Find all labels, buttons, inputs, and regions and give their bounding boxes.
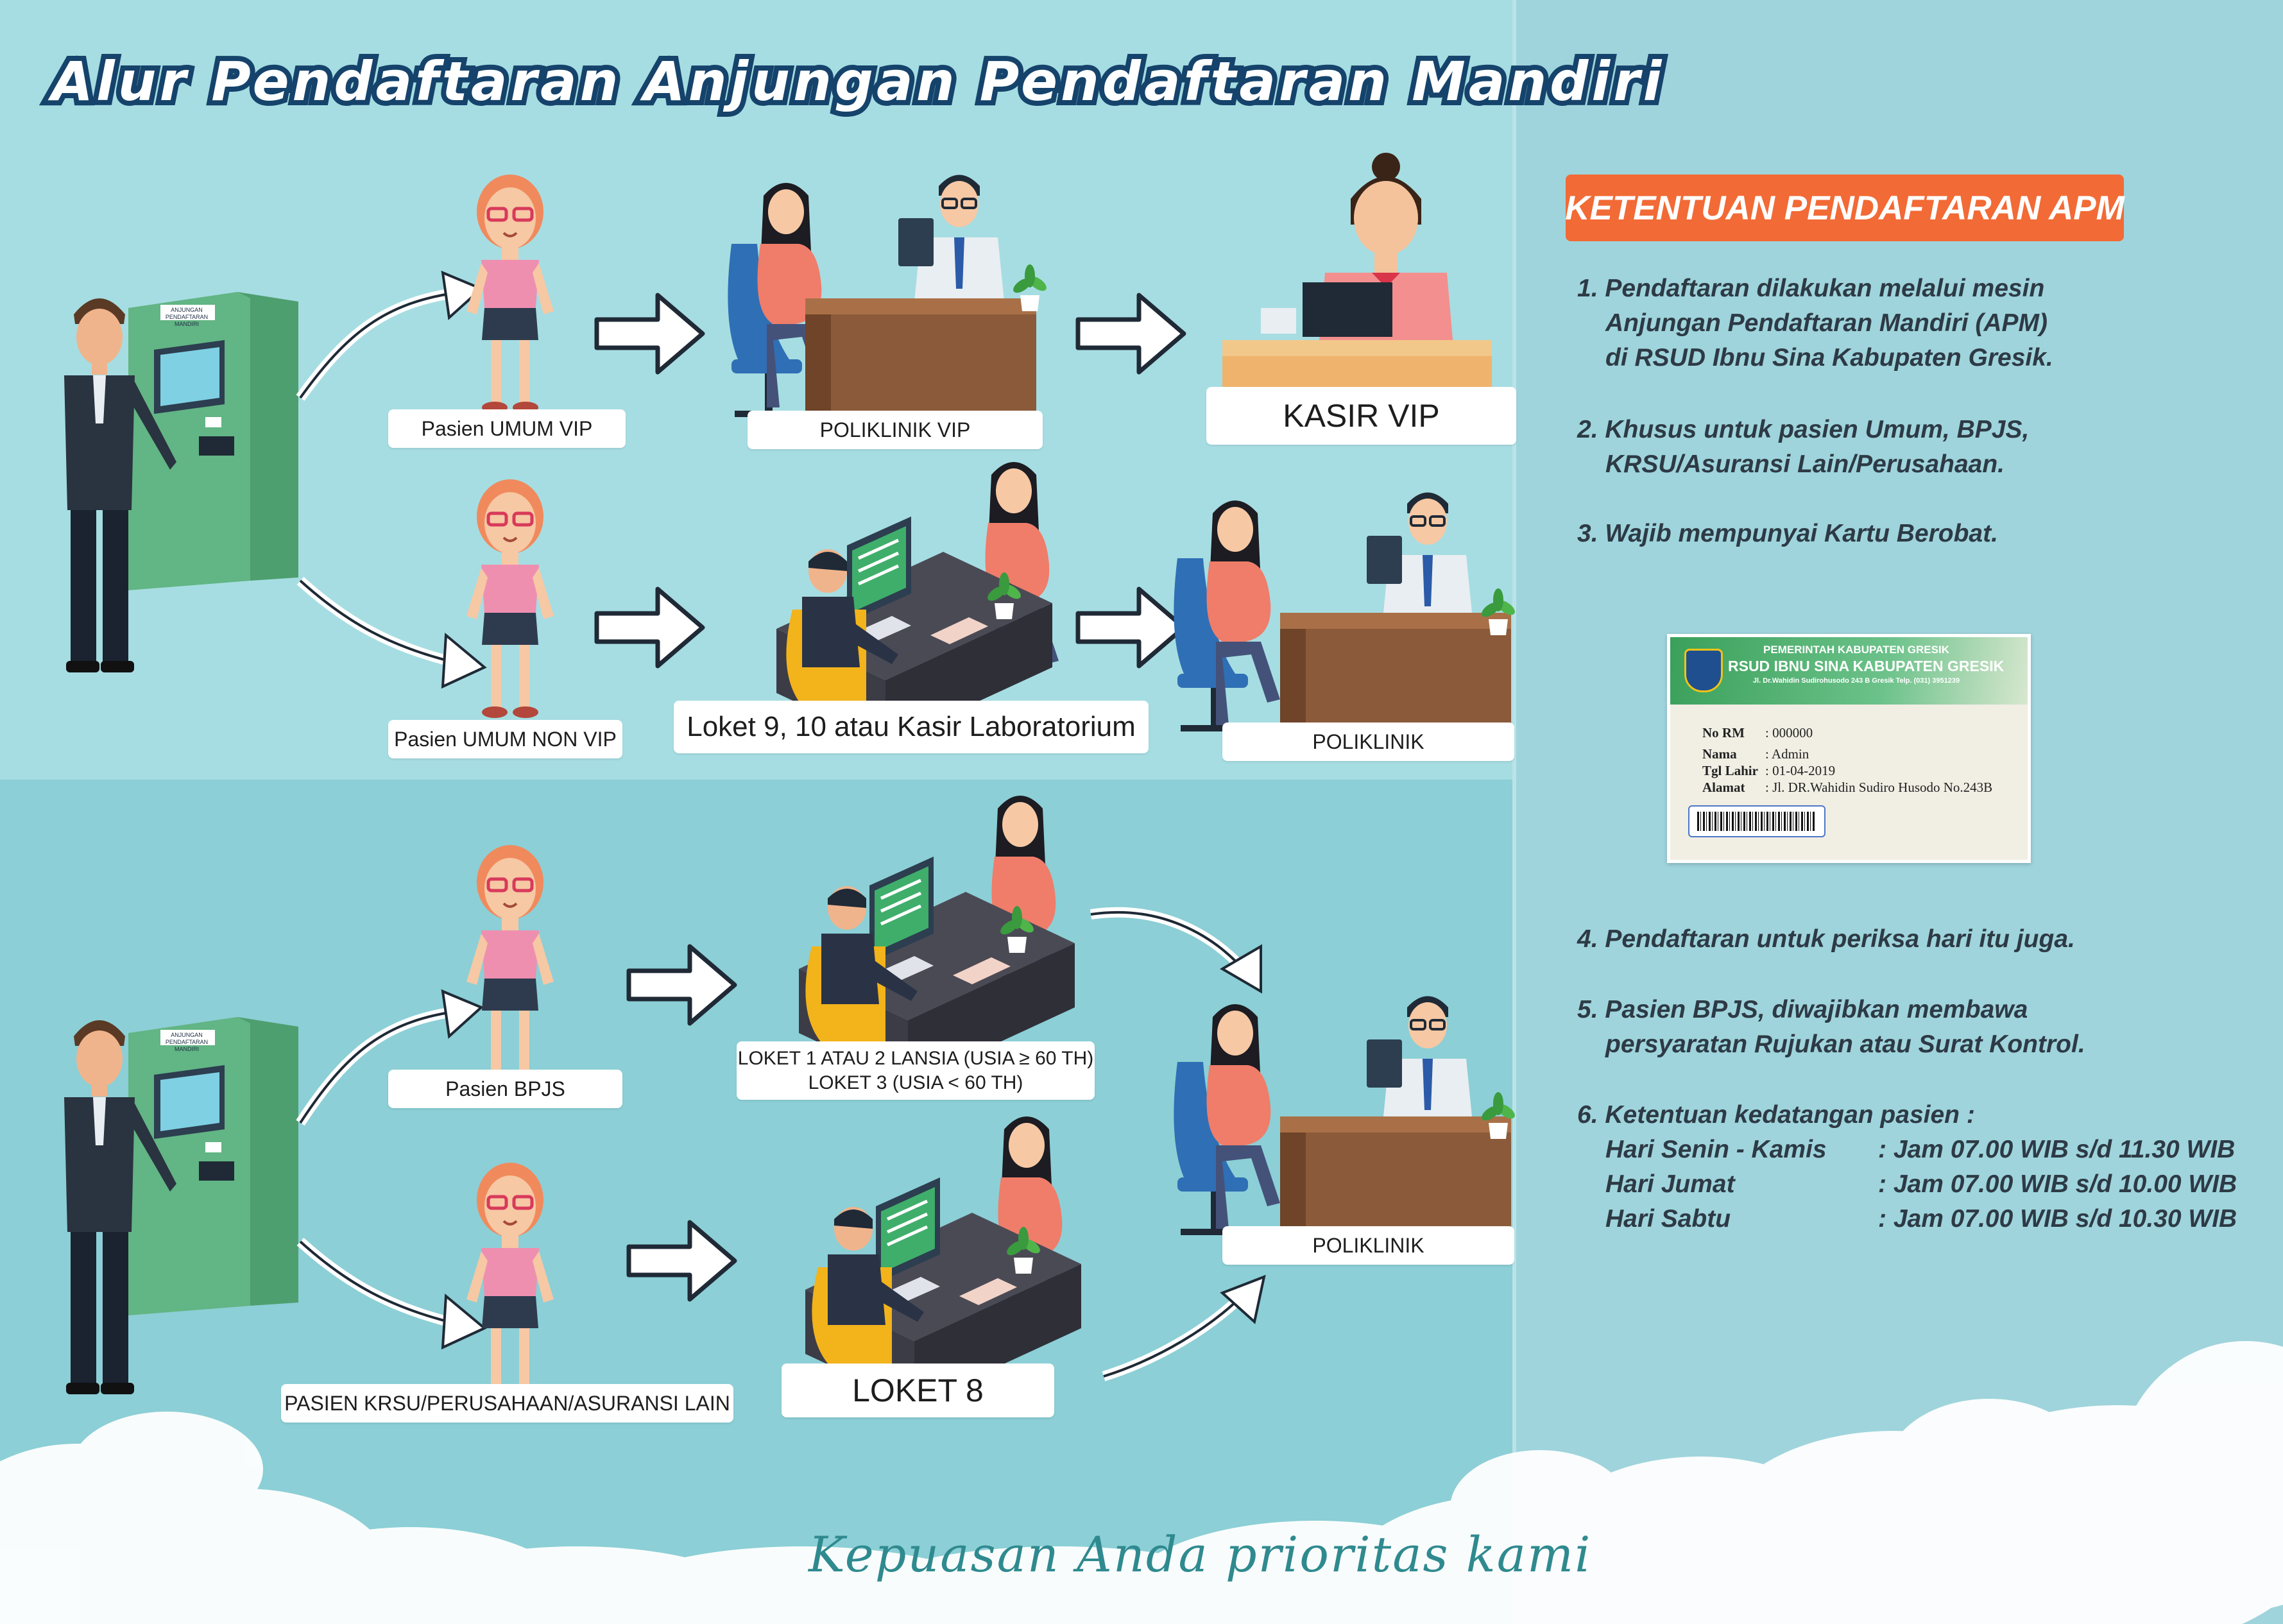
label-loket-1-2-3: LOKET 1 ATAU 2 LANSIA (USIA ≥ 60 TH) LOK… (737, 1041, 1095, 1100)
card-field-label-rm: No RM (1702, 725, 1745, 740)
card-field-value-alamat: : Jl. DR.Wahidin Sudiro Husodo No.243B (1765, 780, 1993, 795)
rule-1-line-1: 1. Pendaftaran dilakukan melalui mesin (1577, 275, 2045, 302)
card-header-band (1670, 637, 2028, 705)
label-poliklinik-bpjs: POLIKLINIK (1222, 1226, 1514, 1265)
kiosk-sign-bottom: ANJUNGAN PENDAFTARAN MANDIRI (165, 1032, 209, 1052)
card-line-1: PEMERINTAH KABUPATEN GRESIK (1763, 644, 1949, 656)
label-pasien-umum-non-vip: Pasien UMUM NON VIP (388, 720, 622, 758)
rule-6-line-1: 6. Ketentuan kedatangan pasien : (1577, 1101, 1975, 1129)
rule-1-line-2: Anjungan Pendaftaran Mandiri (APM) (1605, 309, 2048, 337)
card-line-3: Jl. Dr.Wahidin Sudirohusodo 243 B Gresik… (1752, 677, 1960, 685)
card-field-value-tgl: : 01-04-2019 (1765, 763, 1836, 778)
label-poliklinik-umum: POLIKLINIK (1222, 722, 1514, 761)
kiosk-sign-top: ANJUNGAN PENDAFTARAN MANDIRI (165, 307, 209, 327)
label-pasien-bpjs: Pasien BPJS (388, 1070, 622, 1108)
schedule-day-3: Hari Sabtu (1605, 1205, 1731, 1233)
schedule-hours-1: : Jam 07.00 WIB s/d 11.30 WIB (1878, 1136, 2236, 1163)
poster-title: Alur Pendaftaran Anjungan Pendaftaran Ma… (46, 45, 1666, 118)
schedule-hours-2: : Jam 07.00 WIB s/d 10.00 WIB (1878, 1170, 2237, 1198)
label-loket-8: LOKET 8 (782, 1363, 1054, 1417)
card-field-value-nama: : Admin (1765, 746, 1809, 762)
rule-3-line-1: 3. Wajib mempunyai Kartu Berobat. (1577, 520, 1998, 547)
schedule-hours-3: : Jam 07.00 WIB s/d 10.30 WIB (1878, 1205, 2237, 1233)
label-pasien-umum-vip: Pasien UMUM VIP (388, 409, 626, 448)
card-field-label-alamat: Alamat (1702, 780, 1745, 795)
card-logo-icon (1684, 649, 1723, 692)
card-field-label-nama: Nama (1702, 746, 1737, 762)
rule-4-line-1: 4. Pendaftaran untuk periksa hari itu ju… (1577, 925, 2075, 953)
rule-2-line-1: 2. Khusus untuk pasien Umum, BPJS, (1577, 416, 2030, 443)
schedule-day-2: Hari Jumat (1605, 1170, 1735, 1198)
label-loket-9-10: Loket 9, 10 atau Kasir Laboratorium (674, 701, 1149, 753)
rule-5-line-2: persyaratan Rujukan atau Surat Kontrol. (1605, 1030, 2085, 1058)
rules-header: KETENTUAN PENDAFTARAN APM (1565, 175, 2125, 241)
label-loket-3-line: LOKET 3 (USIA < 60 TH) (808, 1072, 1023, 1093)
tagline: Kepuasan Anda prioritas kami (808, 1526, 1592, 1583)
rule-5-line-1: 5. Pasien BPJS, diwajibkan membawa (1577, 996, 2028, 1023)
label-poliklinik-vip: POLIKLINIK VIP (748, 411, 1043, 449)
label-loket-1-2-line: LOKET 1 ATAU 2 LANSIA (USIA ≥ 60 TH) (737, 1048, 1094, 1069)
card-line-2: RSUD IBNU SINA KABUPATEN GRESIK (1728, 658, 2005, 674)
card-field-value-rm: : 000000 (1765, 725, 1813, 740)
schedule-day-1: Hari Senin - Kamis (1605, 1136, 1827, 1163)
label-pasien-krsu: PASIEN KRSU/PERUSAHAAN/ASURANSI LAIN (281, 1384, 733, 1423)
card-field-label-tgl: Tgl Lahir (1702, 763, 1758, 778)
label-kasir-vip: KASIR VIP (1206, 387, 1516, 445)
rule-1-line-3: di RSUD Ibnu Sina Kabupaten Gresik. (1605, 344, 2053, 372)
patient-card: PEMERINTAH KABUPATEN GRESIK RSUD IBNU SI… (1667, 634, 2031, 863)
card-barcode (1688, 805, 1826, 837)
rule-2-line-2: KRSU/Asuransi Lain/Perusahaan. (1605, 450, 2005, 478)
